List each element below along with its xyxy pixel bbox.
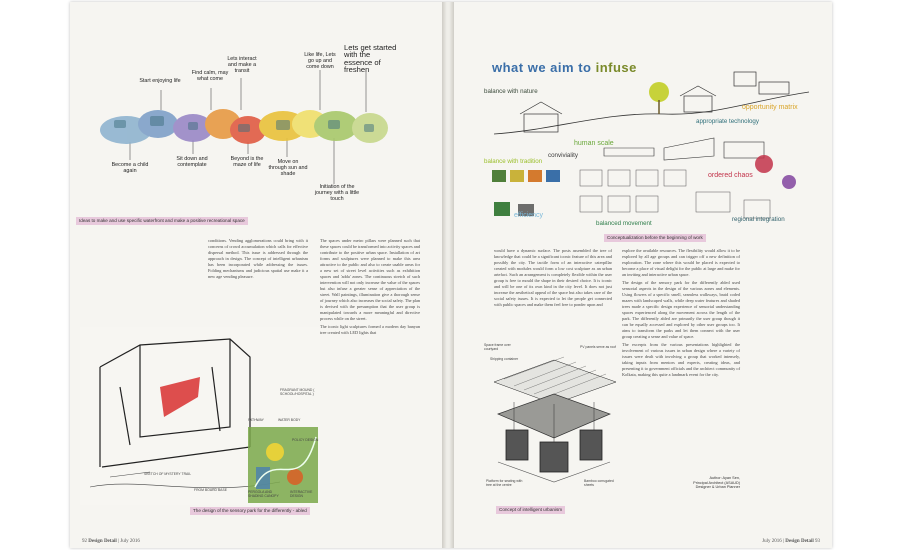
paragraph: The excerpts from the various presentati… (622, 342, 740, 377)
right-page: what we aim to infuse (454, 2, 832, 548)
sketch-label-fragrant-mound: FRAGRANT MOUND ( SCHOOL/HOSPITAL ) (280, 388, 315, 396)
caption-waterfront: Ideas to make and use specific waterfron… (76, 217, 248, 225)
magazine-name: Design Detail (785, 539, 814, 544)
left-text-column-1: conditions. Vending agglomerations could… (208, 238, 308, 282)
paragraph: would have a dynamic surface. The posts … (494, 248, 612, 307)
tag-balance-with-tradition: balance with tradition (484, 158, 543, 165)
bubble-label-lets-interact: Lets interact and make a transit (227, 56, 257, 74)
tag-balanced-movement: balanced movement (596, 220, 652, 227)
model-label-bamboo: Bamboo corrugated sheets (584, 479, 614, 487)
sketch-label-water-body: WATER BODY (278, 418, 301, 422)
aim-title-part-2: infuse (595, 60, 637, 75)
bubble-label-start-enjoying: Start enjoying life (139, 78, 181, 84)
tag-human-scale: human scale (574, 140, 614, 147)
model-label-platform: Platform for seating with tree at the ce… (486, 479, 523, 487)
sketch-label-interactive-design: INTERACTIVE DESIGN (290, 490, 313, 498)
magazine-spread: Start enjoying life Find calm, may what … (70, 2, 832, 548)
left-folio: 92 Design Detail | July 2016 (82, 539, 140, 544)
paragraph: The spaces under metro pillars were plan… (320, 238, 420, 321)
left-text-column-2: The spaces under metro pillars were plan… (320, 238, 420, 338)
tag-opportunity-matrix: opportunity matrix (742, 104, 798, 111)
right-folio: July 2016 | Design Detail 93 (762, 539, 820, 544)
concept-diagram: balance with nature opportunity matrix a… (484, 52, 814, 232)
tag-regional-integration: regional integration (732, 216, 785, 223)
tag-efficiency: efficiency (514, 212, 544, 219)
model-label-shipping-container: Shipping container (490, 357, 519, 361)
issue-date: July 2016 (762, 539, 782, 544)
right-text-column-1: would have a dynamic surface. The posts … (494, 248, 612, 310)
tag-balance-with-nature: balance with nature (484, 88, 538, 95)
bubble-label-like-life: Like life, Lets go up and come down (304, 52, 336, 70)
right-text-column-2: explore the available resources. The fle… (622, 248, 740, 380)
author-title: Designer & Urban Planner (695, 485, 740, 490)
sketch-label-mystery-trail: SKETCH OF MYSTERY TRAIL (144, 472, 192, 476)
issue-date: July 2016 (120, 539, 140, 544)
caption-intelligent-urbanism: Concept of intelligent urbanism (496, 506, 566, 514)
tag-ordered-chaos: ordered chaos (708, 172, 753, 179)
model-label-space-frame: Space frame over courtyard (484, 343, 511, 351)
left-page: Start enjoying life Find calm, may what … (70, 2, 442, 548)
page-number: 92 (82, 539, 87, 544)
page-number: 93 (815, 539, 820, 544)
tag-appropriate-technology: appropriate technology (696, 118, 759, 125)
paragraph: explore the available resources. The fle… (622, 248, 740, 277)
concept-diagram-graphic (492, 71, 810, 219)
bubble-label-initiation: Initiation of the journey with a little … (314, 184, 360, 202)
caption-conceptualization: Conceptualization before the beginning o… (604, 234, 706, 242)
author-credit: Author: Ayan Sen, Principal Architect (A… (668, 476, 740, 490)
sketch-label-board-base: FROM BOARD BASE (194, 488, 227, 492)
bubble-diagram-graphic (100, 70, 388, 184)
author-role: Principal Architect (ASAUD) (693, 480, 740, 485)
page-gutter (442, 2, 454, 548)
bubble-label-find-calm: Find calm, may what come (191, 70, 229, 82)
aim-title-part-1: what we aim to (492, 60, 592, 75)
paragraph: The iconic light sculptures formed a mod… (320, 324, 420, 335)
magazine-name: Design Detail (88, 539, 117, 544)
model-graphic (493, 356, 617, 483)
sketch-label-pergola: PERGOLA AND SHADING CANOPY (248, 490, 279, 498)
caption-sensory-park: The design of the sensory park for the d… (190, 507, 310, 515)
sketch-graphic (89, 338, 318, 503)
sensory-park-sketch: SKETCH OF MYSTERY TRAIL FROM BOARD BASE … (80, 327, 320, 505)
bubble-label-sit-down: Sit down and contemplate (176, 156, 208, 168)
sketch-label-pathway: PATHWAY (248, 418, 264, 422)
sketch-label-policy-design: POLICY DESIGN (292, 438, 319, 442)
waterfront-bubble-diagram: Start enjoying life Find calm, may what … (88, 32, 418, 217)
bubble-label-lets-get-started: Lets get started with the essence of fre… (344, 43, 397, 75)
paragraph: The design of the sensory park for the d… (622, 280, 740, 339)
paragraph: conditions. Vending agglomerations could… (208, 238, 308, 279)
aim-title: what we aim to infuse (492, 60, 637, 75)
bubble-label-move-on: Move on through sun and shade (268, 159, 308, 177)
tag-conviviality: conviviality (548, 152, 578, 159)
model-label-pv-panels: PV panels serve as roof (580, 345, 616, 349)
intelligent-urbanism-model: Space frame over courtyard Shipping cont… (484, 342, 624, 500)
bubble-label-become-child: Become a child again (111, 162, 149, 174)
bubble-label-beyond-maze: Beyond is the maze of life (230, 156, 264, 168)
author-name: Author: Ayan Sen, (709, 476, 740, 480)
